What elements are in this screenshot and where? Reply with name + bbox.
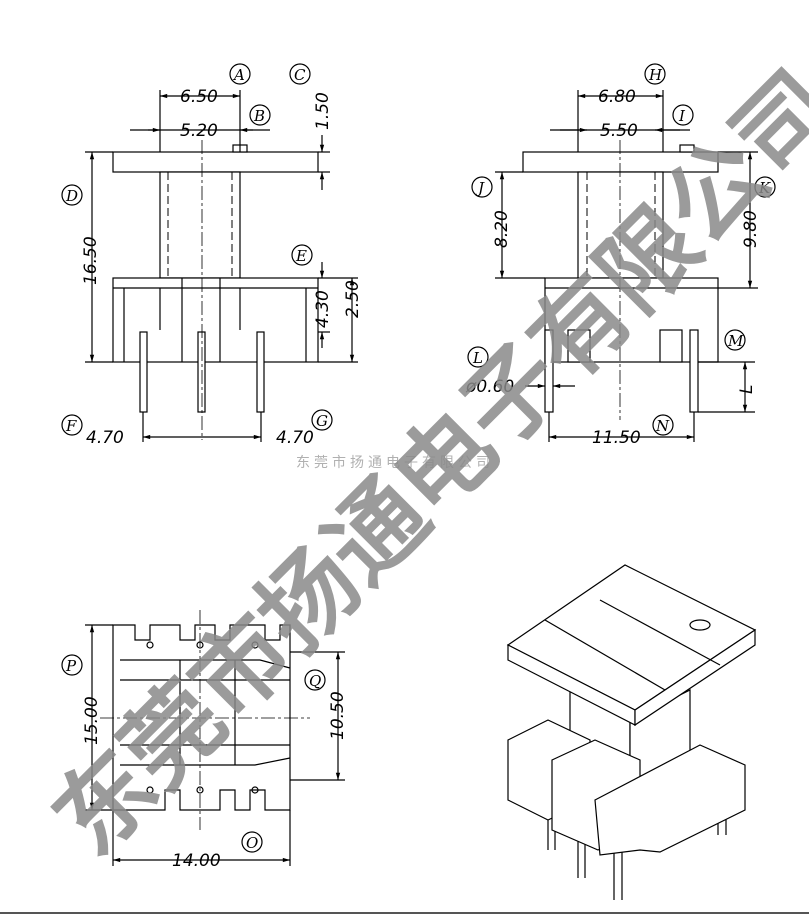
- svg-text:M: M: [727, 332, 744, 350]
- svg-text:Q: Q: [309, 672, 321, 690]
- side-view: 6.80 5.50 8.20 9.80 ø0.60 L 11.50 H I J …: [465, 63, 776, 448]
- dim-o: 14.00: [172, 851, 221, 871]
- dim-b: 5.20: [180, 121, 218, 141]
- dim-p: 15.00: [82, 696, 102, 745]
- svg-text:B: B: [253, 107, 265, 125]
- tags: A B C D E F G: [61, 63, 333, 436]
- svg-text:E: E: [295, 247, 307, 265]
- svg-text:N: N: [655, 417, 670, 435]
- dim-f: 4.70: [86, 428, 124, 448]
- dim-e: 4.30: [313, 290, 333, 328]
- dim-q: 10.50: [328, 691, 348, 740]
- svg-text:L: L: [472, 349, 483, 367]
- svg-text:O: O: [246, 834, 258, 852]
- svg-text:H: H: [648, 66, 663, 84]
- tags: P Q O: [61, 654, 326, 853]
- dim-c: 1.50: [313, 92, 333, 130]
- isometric-view: [506, 564, 757, 900]
- svg-text:C: C: [294, 66, 306, 84]
- dim-m: L: [737, 385, 757, 394]
- svg-text:A: A: [232, 66, 245, 84]
- dim-l: ø0.60: [465, 377, 514, 397]
- bottom-border: [0, 912, 809, 914]
- bottom-view: 15.00 10.50 14.00 P Q O: [61, 610, 348, 871]
- dim-e2: 2.50: [343, 280, 363, 318]
- svg-text:P: P: [65, 657, 77, 675]
- tags: H I J K L M N: [467, 63, 776, 436]
- dim-k: 9.80: [741, 210, 761, 248]
- svg-text:J: J: [475, 179, 485, 197]
- front-view: 6.50 5.20 1.50 16.50 4.30 2.50 4.70 4.70…: [61, 63, 363, 448]
- dim-d: 16.50: [81, 236, 101, 285]
- dim-a: 6.50: [180, 87, 218, 107]
- watermark-small: 东莞市扬通电子有限公司: [296, 454, 494, 471]
- svg-text:K: K: [758, 179, 771, 197]
- dim-n: 11.50: [592, 428, 641, 448]
- dim-i: 5.50: [600, 121, 638, 141]
- dim-h: 6.80: [598, 87, 636, 107]
- svg-text:F: F: [65, 417, 77, 435]
- svg-text:D: D: [65, 187, 78, 205]
- dim-j: 8.20: [492, 210, 512, 248]
- svg-text:I: I: [678, 107, 686, 125]
- svg-text:G: G: [316, 412, 328, 430]
- dim-g: 4.70: [276, 428, 314, 448]
